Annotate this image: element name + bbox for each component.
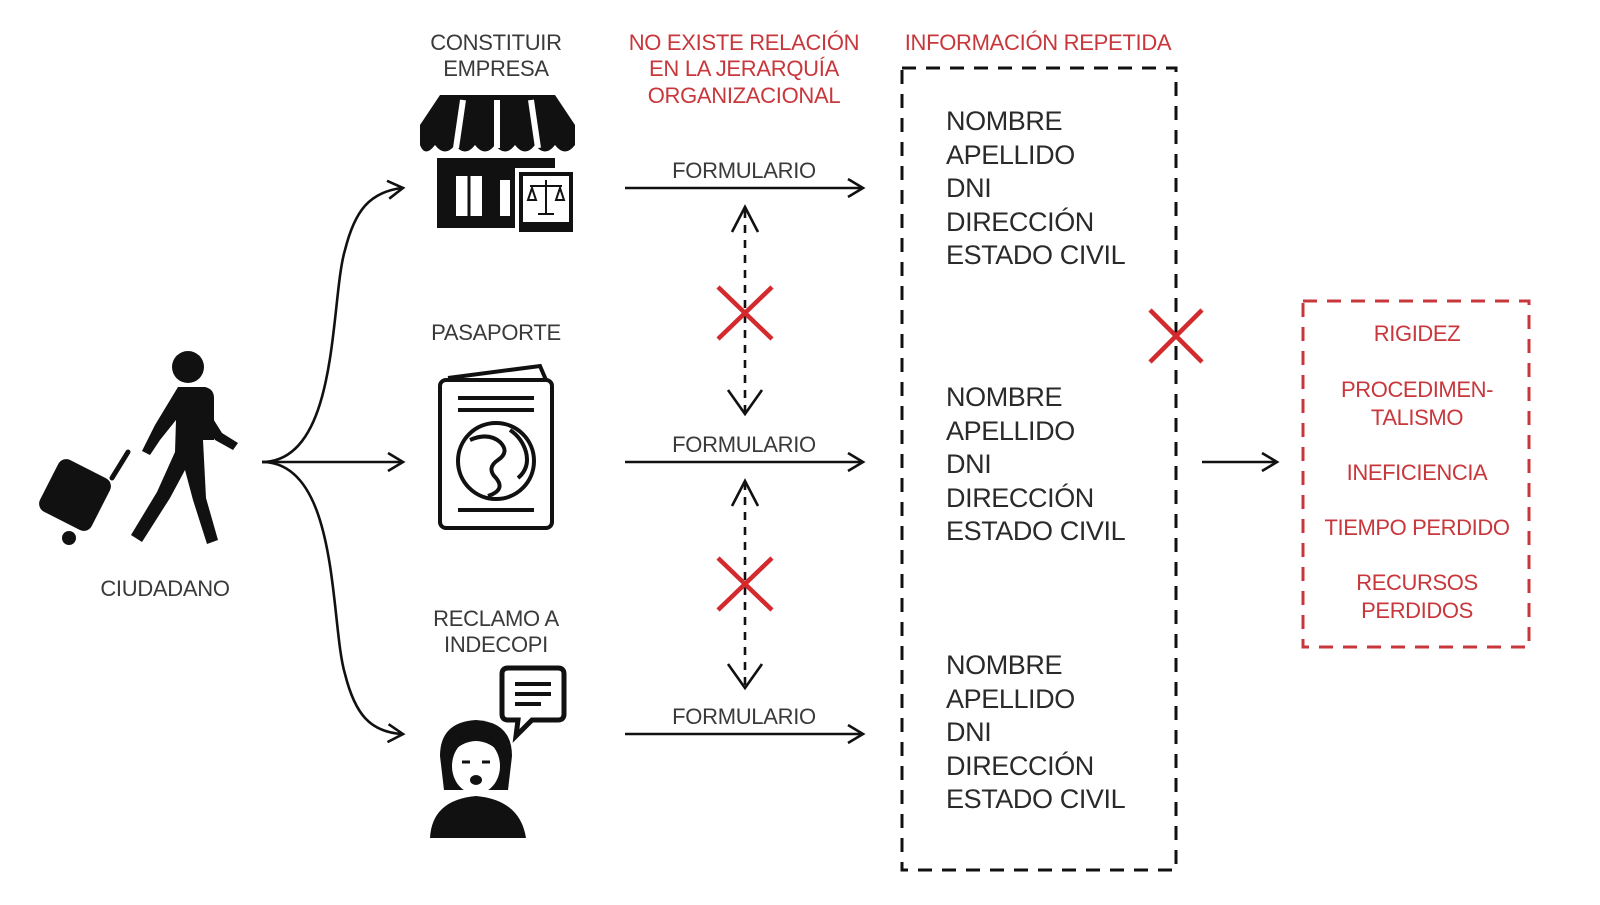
- traveler-icon: [39, 351, 238, 545]
- info-fields-2: NOMBRE APELLIDO DNI DIRECCIÓN ESTADO CIV…: [946, 381, 1126, 549]
- no-relation-label: NO EXISTE RELACIÓN EN LA JERARQUÍA ORGAN…: [628, 30, 860, 108]
- field-dni: DNI: [946, 449, 992, 479]
- consequence-rigidity: RIGIDEZ: [1373, 321, 1461, 346]
- form-label-1: FORMULARIO: [672, 158, 816, 183]
- field-address: DIRECCIÓN: [946, 750, 1094, 781]
- cross-mark-1: [716, 285, 774, 341]
- form-label-3: FORMULARIO: [672, 704, 816, 729]
- branch-curve-bottom: [261, 460, 402, 734]
- field-dni: DNI: [946, 173, 992, 203]
- consequence-inefficiency: INEFICIENCIA: [1346, 460, 1488, 485]
- branch-arrows: [261, 188, 402, 734]
- passport-icon: [438, 363, 554, 530]
- branch-curve-top: [261, 188, 402, 464]
- field-civil-status: ESTADO CIVIL: [946, 240, 1126, 270]
- field-name: NOMBRE: [946, 106, 1063, 136]
- cross-mark-3: [1148, 308, 1204, 364]
- store-label: CONSTITUIR EMPRESA: [430, 30, 562, 82]
- info-fields-3: NOMBRE APELLIDO DNI DIRECCIÓN ESTADO CIV…: [946, 649, 1126, 817]
- field-address: DIRECCIÓN: [946, 206, 1094, 237]
- field-surname: APELLIDO: [946, 415, 1075, 446]
- field-name: NOMBRE: [946, 382, 1063, 412]
- field-surname: APELLIDO: [946, 683, 1075, 714]
- form-arrows: [625, 188, 862, 734]
- field-surname: APELLIDO: [946, 139, 1075, 170]
- complaint-person-icon: [430, 665, 567, 838]
- field-address: DIRECCIÓN: [946, 482, 1094, 513]
- repeated-info-box: [900, 66, 1178, 872]
- field-civil-status: ESTADO CIVIL: [946, 784, 1126, 814]
- consequence-procedimentalism: PROCEDIMEN- TALISMO: [1340, 377, 1494, 430]
- form-label-2: FORMULARIO: [672, 432, 816, 457]
- field-dni: DNI: [946, 717, 992, 747]
- repeated-info-title: INFORMACIÓN REPETIDA: [904, 30, 1172, 55]
- field-name: NOMBRE: [946, 650, 1063, 680]
- consequence-lost-resources: RECURSOS PERDIDOS: [1356, 570, 1478, 623]
- passport-label: PASAPORTE: [431, 320, 561, 345]
- complaint-label: RECLAMO A INDECOPI: [433, 606, 559, 658]
- cross-mark-2: [716, 556, 774, 612]
- consequences-box: [1301, 299, 1531, 649]
- info-fields-1: NOMBRE APELLIDO DNI DIRECCIÓN ESTADO CIV…: [946, 105, 1126, 273]
- consequence-lost-time: TIEMPO PERDIDO: [1324, 515, 1510, 540]
- field-civil-status: ESTADO CIVIL: [946, 516, 1126, 546]
- citizen-label: CIUDADANO: [100, 576, 230, 601]
- store-icon: [420, 95, 577, 236]
- no-relation-connectors: [726, 204, 764, 691]
